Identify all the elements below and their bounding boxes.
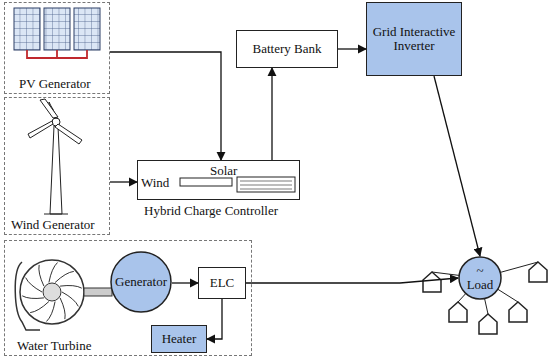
connector-arrow: [338, 48, 366, 49]
node-label: Load: [467, 278, 494, 292]
connector-arrow: [172, 282, 198, 283]
node-label: ELC: [210, 276, 235, 290]
turbine-vane: [46, 302, 55, 322]
house-icon: [529, 262, 547, 282]
house-icon: [509, 302, 527, 322]
node-label: Solar: [210, 164, 237, 178]
node-label: Hybrid Charge Controller: [144, 204, 278, 218]
battery-box: Battery Bank: [236, 30, 338, 68]
house-icon: [479, 314, 497, 334]
node-label: Battery Bank: [253, 42, 322, 56]
turbine-vane: [30, 302, 49, 313]
node-label: Heater: [162, 332, 197, 346]
turbine-vane: [60, 286, 82, 289]
house-icon: [423, 272, 441, 292]
turbine-vane: [60, 298, 65, 319]
wind-generator-group: Wind Generator: [4, 97, 110, 235]
generator-circle: Generator: [110, 251, 172, 313]
connector-arrow: [207, 299, 222, 339]
house-icon: [449, 302, 467, 322]
turbine-vane: [22, 296, 44, 299]
solar-panels: [14, 8, 100, 58]
turbine-vane: [49, 263, 58, 283]
inverter-box: Grid Interactive Inverter: [366, 2, 462, 76]
connector-arrow: [110, 181, 137, 182]
node-label: Grid Interactive Inverter: [371, 25, 457, 54]
node-label: PV Generator: [19, 77, 91, 91]
charge-controller-panels: [180, 177, 295, 192]
node-label: ~: [476, 264, 483, 278]
hydro-group: Water Turbine Generator ELC Heater: [4, 240, 252, 356]
heater-box: Heater: [151, 325, 207, 353]
pv-generator-group: PV Generator: [4, 2, 110, 94]
turbine-vane: [26, 278, 42, 292]
node-label: Wind: [141, 176, 169, 190]
connector-arrow: [110, 52, 221, 160]
connector-arrow: [271, 68, 272, 160]
connector-arrow: [434, 76, 480, 256]
node-label: Water Turbine: [17, 339, 91, 353]
turbine-vane: [62, 292, 78, 306]
turbine-vane: [39, 265, 44, 286]
node-label: Wind Generator: [11, 218, 95, 232]
load-circle: ~Load: [458, 256, 502, 300]
turbine-vane: [55, 271, 74, 282]
water-turbine: [15, 260, 112, 330]
connector-arrow: [246, 278, 458, 283]
wind-turbine: [28, 99, 82, 214]
elc-box: ELC: [198, 267, 246, 299]
charge-controller-box: WindSolarHybrid Charge Controller: [137, 160, 300, 200]
node-label: Generator: [115, 275, 167, 289]
